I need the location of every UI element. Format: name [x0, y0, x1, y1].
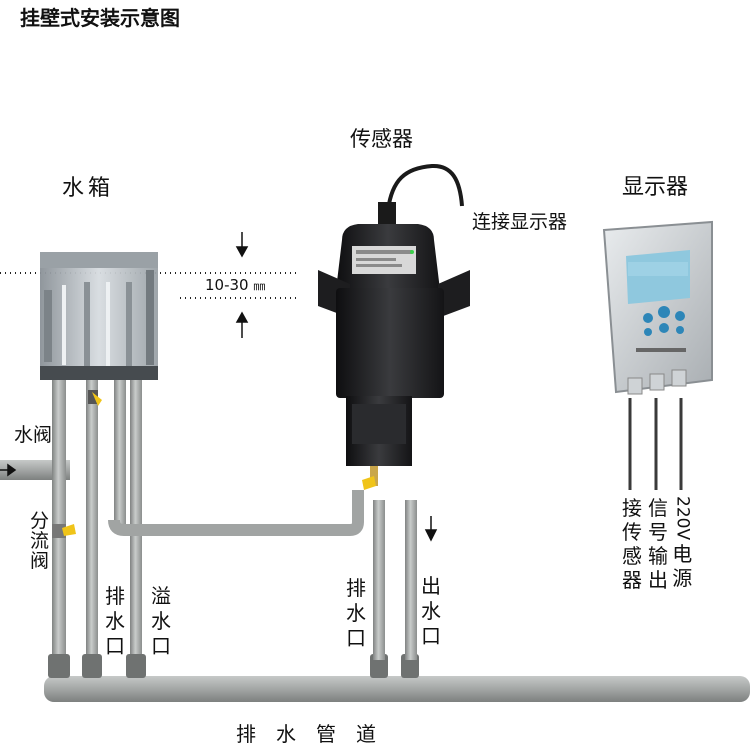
sensor-drain-pipe [373, 500, 385, 660]
gap-dimension: 10-30 ㎜ [205, 278, 265, 293]
sensor-body [318, 202, 470, 490]
outlet-label: 出 水 口 [421, 574, 441, 648]
display-cables [628, 398, 683, 490]
overflow-outlet-label: 溢 水 口 [151, 584, 171, 658]
connect-display-label: 连接显示器 [472, 211, 568, 233]
drain-outlet-left-label: 排 水 口 [105, 584, 125, 658]
drain-outlet-right-label: 排 水 口 [346, 576, 366, 650]
diverter-valve-handle [52, 524, 76, 538]
gap-unit: ㎜ [253, 279, 266, 293]
water-tank [40, 252, 158, 380]
sensor-cable [386, 163, 464, 211]
water-valve-label: 水阀 [14, 424, 53, 446]
drain-pipe-label: 排 水 管 道 [236, 722, 376, 746]
power-label: 220V 电 源 [672, 496, 693, 591]
tank-overflow-pipe [130, 378, 142, 668]
water-valve-handle [88, 390, 102, 406]
gap-arrow-bottom [235, 311, 249, 338]
display-unit [602, 220, 713, 395]
diverter-valve-label: 分 流 阀 [30, 510, 50, 572]
diagram-title: 挂壁式安装示意图 [20, 6, 180, 30]
drain-pipe [44, 676, 750, 702]
outlet-arrow [424, 516, 438, 542]
tank-drain-pipe [86, 378, 98, 668]
water-tank-label: 水箱 [62, 176, 115, 201]
connect-sensor-label: 接 传 感 器 [622, 496, 642, 592]
gap-value: 10-30 [205, 276, 249, 294]
sensor-label: 传感器 [350, 127, 413, 151]
inlet-arrow [0, 463, 17, 477]
tank-to-sensor-pipe [108, 378, 364, 536]
pipe-fittings [48, 654, 419, 678]
sensor-outlet-pipe [405, 500, 417, 660]
gap-arrow-top [235, 232, 249, 258]
signal-output-label: 信 号 输 出 [648, 496, 668, 592]
display-label: 显示器 [622, 175, 689, 200]
